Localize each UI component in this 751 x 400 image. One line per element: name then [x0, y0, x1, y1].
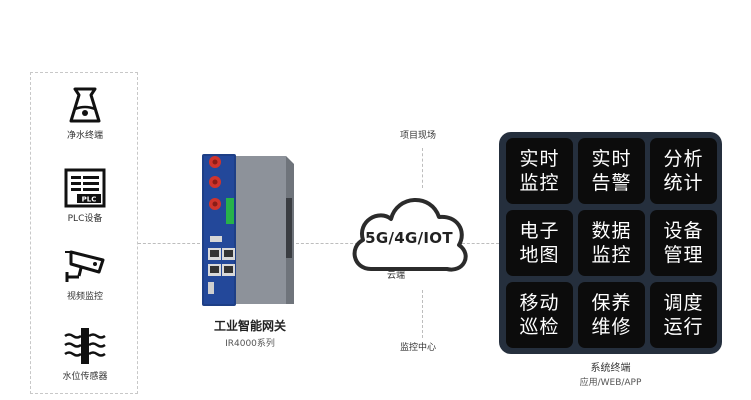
- device-camera: 视频监控: [31, 246, 139, 302]
- gateway-model: IR4000系列: [225, 339, 275, 349]
- connector-panel-gateway: [138, 243, 200, 244]
- gateway-device-image: [202, 154, 294, 306]
- device-label: 净水终端: [66, 131, 103, 141]
- tile-realtime-monitor: 实时监控: [506, 138, 573, 204]
- site-label: 项目现场: [400, 131, 437, 141]
- water-tank-icon: [69, 87, 101, 123]
- tile-analysis: 分析统计: [650, 138, 717, 204]
- tile-maintenance: 保养维修: [578, 282, 645, 348]
- connector-gateway-cloud: [296, 243, 358, 244]
- connector-cloud-terminal: [462, 243, 499, 244]
- device-label: 水位传感器: [62, 372, 108, 382]
- system-terminal-panel: 实时监控 实时告警 分析统计 电子地图 数据监控 设备管理 移动巡检 保养维修 …: [499, 132, 722, 354]
- gateway-title: 工业智能网关: [213, 319, 286, 333]
- device-water-level: 水位传感器: [31, 326, 139, 382]
- cloud-label: 云端: [387, 271, 406, 281]
- terminal-title: 系统终端: [590, 363, 631, 374]
- plc-badge: PLC: [82, 196, 97, 204]
- device-label: PLC设备: [67, 214, 103, 224]
- device-plc: PLC PLC设备: [31, 168, 139, 224]
- device-water-terminal: 净水终端: [31, 85, 139, 141]
- tile-data-monitor: 数据监控: [578, 210, 645, 276]
- tile-map: 电子地图: [506, 210, 573, 276]
- camera-icon: [65, 250, 105, 282]
- terminal-subtitle: 应用/WEB/APP: [579, 378, 642, 388]
- connector-cloud-center: [422, 290, 423, 338]
- center-label: 监控中心: [400, 343, 437, 353]
- device-label: 视频监控: [66, 292, 103, 302]
- tile-realtime-alarm: 实时告警: [578, 138, 645, 204]
- tile-dispatch: 调度运行: [650, 282, 717, 348]
- water-level-sensor-icon: [64, 328, 106, 364]
- cloud-icon: [352, 198, 468, 272]
- tile-device-management: 设备管理: [650, 210, 717, 276]
- tile-mobile-inspection: 移动巡检: [506, 282, 573, 348]
- cloud-network-text: 5G/4G/IOT: [365, 229, 453, 247]
- plc-icon: PLC: [64, 168, 106, 208]
- connector-site-cloud: [422, 148, 423, 188]
- device-panel: 净水终端 PLC PLC设备 视频监控: [30, 72, 138, 394]
